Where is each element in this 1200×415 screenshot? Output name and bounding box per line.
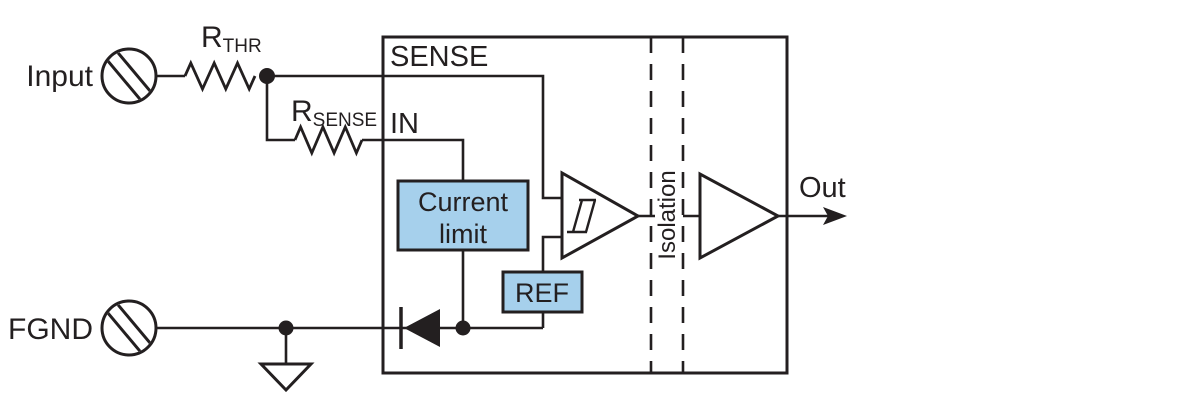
ref-label: REF bbox=[515, 278, 569, 308]
comparator-triangle bbox=[560, 170, 642, 261]
rsense-base: R bbox=[291, 95, 313, 128]
junction-dot-ref bbox=[455, 320, 471, 336]
input-label: Input bbox=[26, 60, 93, 93]
diode bbox=[399, 307, 440, 349]
rthr-base: R bbox=[201, 21, 223, 54]
isolation-barrier: Isolation bbox=[649, 37, 685, 373]
ic-outline bbox=[381, 35, 789, 375]
resistor-rsense: RSENSE bbox=[291, 95, 377, 157]
comparator bbox=[560, 170, 642, 261]
output-buffer-triangle bbox=[698, 171, 782, 261]
current-limit-line2: limit bbox=[439, 219, 487, 249]
ground-symbol bbox=[257, 362, 315, 393]
diode-triangle bbox=[404, 309, 440, 347]
output-arrowhead bbox=[823, 207, 847, 225]
input-terminal-circle bbox=[100, 47, 158, 105]
resistor-rthr-label: RTHR bbox=[201, 21, 262, 57]
ref-block: REF bbox=[501, 270, 584, 314]
isolation-label: Isolation bbox=[654, 170, 681, 259]
ref-rect bbox=[501, 270, 584, 314]
resistor-rthr-zigzag bbox=[183, 59, 257, 93]
current-limit-block: Current limit bbox=[396, 179, 530, 252]
fgnd-terminal-hatch bbox=[103, 302, 155, 354]
resistor-rsense-label: RSENSE bbox=[291, 95, 377, 131]
fgnd-label: FGND bbox=[8, 313, 93, 346]
junction-dot-input bbox=[259, 68, 275, 84]
input-terminal: Input bbox=[26, 47, 158, 105]
out-label: Out bbox=[799, 172, 846, 204]
input-terminal-hatch bbox=[103, 50, 155, 102]
output-arrow: Out bbox=[799, 172, 847, 225]
fgnd-terminal-circle bbox=[100, 299, 158, 357]
junction-dot-fgnd bbox=[278, 320, 294, 336]
pin-in-label: IN bbox=[390, 108, 419, 140]
rsense-subscript: SENSE bbox=[313, 110, 377, 131]
rthr-subscript: THR bbox=[223, 36, 262, 57]
hysteresis-icon bbox=[567, 198, 597, 234]
current-limit-line1: Current bbox=[418, 187, 509, 217]
current-limit-rect bbox=[396, 179, 530, 252]
resistor-rthr: RTHR bbox=[183, 21, 262, 93]
resistor-rsense-zigzag bbox=[293, 123, 364, 157]
fgnd-terminal: FGND bbox=[8, 299, 158, 357]
pin-sense-label: SENSE bbox=[390, 41, 488, 73]
wire-net bbox=[155, 74, 833, 364]
